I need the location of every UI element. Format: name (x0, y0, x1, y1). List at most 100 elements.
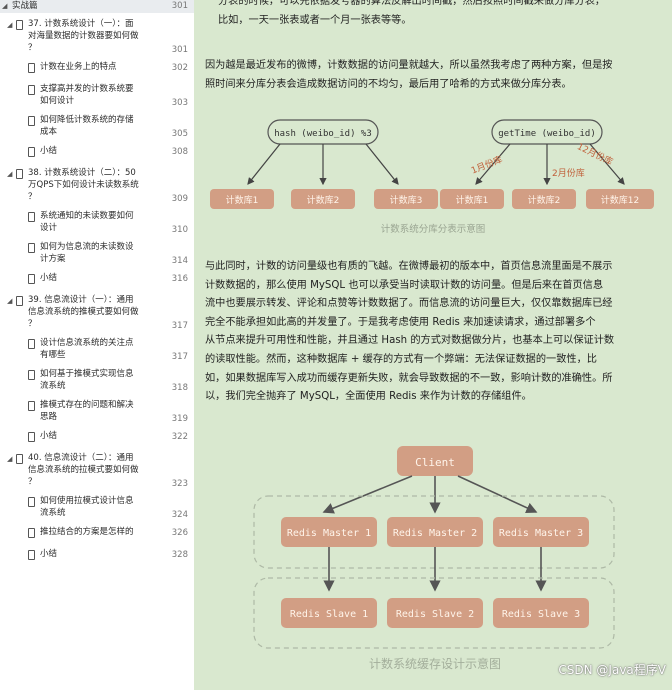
toc-item-label: 计数在业务上的特点 (40, 62, 117, 72)
toc-item-label: 如何为信息流的未读数设 (40, 242, 134, 252)
bookmark-icon (28, 63, 35, 73)
toc-item-label: 流系统 (40, 508, 66, 518)
toc-item-page: 324 (171, 510, 188, 520)
toc-item-label: 小结 (40, 273, 58, 283)
shard-node (440, 189, 504, 209)
diagram-caption: 计数系统缓存设计示意图 (369, 656, 501, 671)
text-line: 比如，一天一张表或者一个月一张表等等。 (218, 14, 412, 26)
toc-item-label: 40. 信息流设计（二）：通用 (28, 453, 134, 463)
text-line: 因为越是最近发布的微博，计数数据的访问量就越大，所以虽然我考虑了两种方案，但是按 (205, 60, 613, 71)
master-label: Redis Master 2 (393, 528, 477, 539)
slave-label: Redis Slave 2 (396, 609, 474, 620)
slave-node (493, 598, 589, 628)
toc-item-label: 推拉结合的方案是怎样的 (40, 527, 134, 537)
diagram-caption: 计数系统分库分表示意图 (381, 223, 486, 235)
toc-sidebar: ◢ 实战篇 301 ◢ 37. 计数系统设计（一）：面对海量数据的计数器要如何做 ？… (0, 0, 195, 690)
bookmark-icon (16, 454, 23, 464)
shard-node (586, 189, 654, 209)
toc-selected-row[interactable] (0, 0, 194, 13)
toc-item-label: 小结 (40, 146, 58, 156)
toc-item-label: 小结 (40, 549, 58, 559)
toc-item-label: 37. 计数系统设计（一）：面 (28, 19, 134, 29)
toc-item-label: 如何设计 (40, 96, 75, 106)
toc-item-label: 支撑高并发的计数系统要 (40, 84, 134, 94)
toc-item-label: 成本 (40, 127, 58, 137)
month-label: 12月份库 (575, 140, 615, 168)
bookmark-icon (16, 20, 23, 30)
bookmark-icon (28, 85, 35, 95)
slave-group (253, 577, 615, 649)
toc-item-label: 计方案 (40, 254, 66, 264)
collapse-caret-icon[interactable]: ◢ (7, 297, 13, 305)
bookmark-icon (28, 550, 35, 560)
toc-item-label: 万QPS下如何设计未读数系统 (28, 180, 139, 190)
paragraph-2: 因为越是最近发布的微博，计数数据的访问量就越大，所以虽然我考虑了两种方案，但是按… (205, 57, 613, 94)
slave-node (281, 598, 377, 628)
bookmark-icon (28, 432, 35, 442)
toc-item-page: 318 (171, 383, 188, 393)
toc-item-label: 对海量数据的计数器要如何做 (28, 31, 139, 41)
toc-item-label: 设计信息流系统的关注点 (40, 338, 134, 348)
collapse-caret-icon[interactable]: ◢ (7, 21, 13, 29)
csdn-watermark: CSDN @Java程序V (558, 663, 666, 677)
toc-item-page: 301 (171, 1, 188, 11)
collapse-caret-icon[interactable]: ◢ (7, 170, 13, 178)
sharding-diagram: hash (weibo_id) %3 计数库1 计数库2 计数库3 getTim… (210, 119, 654, 235)
toc-item-label: 推模式存在的问题和解决 (40, 400, 134, 410)
bookmark-icon (28, 401, 35, 411)
slave-node (387, 598, 483, 628)
shard-node (291, 189, 355, 209)
gettime-node-label: getTime (weibo_id) (498, 129, 596, 139)
toc-item-label: 实战篇 (12, 1, 38, 11)
toc-item-page: 328 (171, 550, 188, 560)
bookmark-icon (16, 169, 23, 179)
toc-item-page: 317 (171, 321, 188, 331)
bookmark-icon (28, 370, 35, 380)
bookmark-icon (28, 116, 35, 126)
shard-node (210, 189, 274, 209)
toc-item-page: 317 (171, 352, 188, 362)
toc-item-label: ？ (28, 319, 37, 329)
toc-item-label: 信息流系统的推模式要如何做 (28, 307, 139, 317)
toc-item-label: 思路 (40, 412, 58, 422)
toc-item-page: 305 (171, 129, 188, 139)
text-line: 完全不能承担如此高的并发量了。于是我考虑使用 Redis 来加速读请求，通过部署… (205, 316, 596, 328)
master-label: Redis Master 3 (499, 528, 583, 539)
text-line: 以，我们完全抛弃了 MySQL，全面使用 Redis 来作为计数的存储组件。 (205, 391, 532, 403)
slave-label: Redis Slave 1 (290, 609, 368, 620)
toc-item-label: 流系统 (40, 381, 66, 391)
bookmark-icon (28, 339, 35, 349)
cache-diagram: Client Redis Master 1 Redis Master 2 Red… (253, 446, 615, 671)
toc-item-label: 如何使用拉模式设计信息 (40, 496, 134, 506)
toc-item-label: 39. 信息流设计（一）：通用 (28, 295, 134, 305)
master-node (281, 517, 377, 547)
shard-node (374, 189, 438, 209)
master-node (493, 517, 589, 547)
bookmark-icon (28, 243, 35, 253)
paragraph-1: 分表的时候，可以先依据发号器的算法反解出时间戳，然后按照时间戳来做分库分表， 比… (218, 0, 605, 30)
text-line: 与此同时，计数的访问量级也有质的飞越。在微博最初的版本中，首页信息流里面是不展示 (205, 261, 613, 272)
client-node (397, 446, 473, 476)
master-node (387, 517, 483, 547)
bookmark-icon (28, 212, 35, 222)
document-page: 分表的时候，可以先依据发号器的算法反解出时间戳，然后按照时间戳来做分库分表， 比… (194, 0, 672, 690)
collapse-caret-icon[interactable]: ◢ (2, 2, 8, 10)
month-label: 2月份库 (552, 167, 585, 179)
bookmark-icon (28, 497, 35, 507)
bookmark-icon (28, 147, 35, 157)
toc-item-label: ？ (28, 477, 37, 487)
shard-label: 计数库2 (307, 194, 340, 206)
collapse-caret-icon[interactable]: ◢ (7, 455, 13, 463)
hash-node-label: hash (weibo_id) %3 (274, 129, 372, 139)
toc-item-page: 310 (171, 225, 188, 235)
toc-item-page: 301 (171, 45, 188, 55)
toc-item-label: 38. 计数系统设计（二）：50 (28, 168, 136, 178)
client-label: Client (415, 456, 455, 469)
toc-item-page: 316 (171, 274, 188, 284)
toc-item-label: ？ (28, 192, 37, 202)
bookmark-icon (28, 274, 35, 284)
toc-item-page: 319 (171, 414, 188, 424)
toc-item-label: 有哪些 (40, 350, 66, 360)
month-label: 1月份库 (469, 153, 504, 176)
shard-label: 计数库12 (601, 194, 639, 206)
